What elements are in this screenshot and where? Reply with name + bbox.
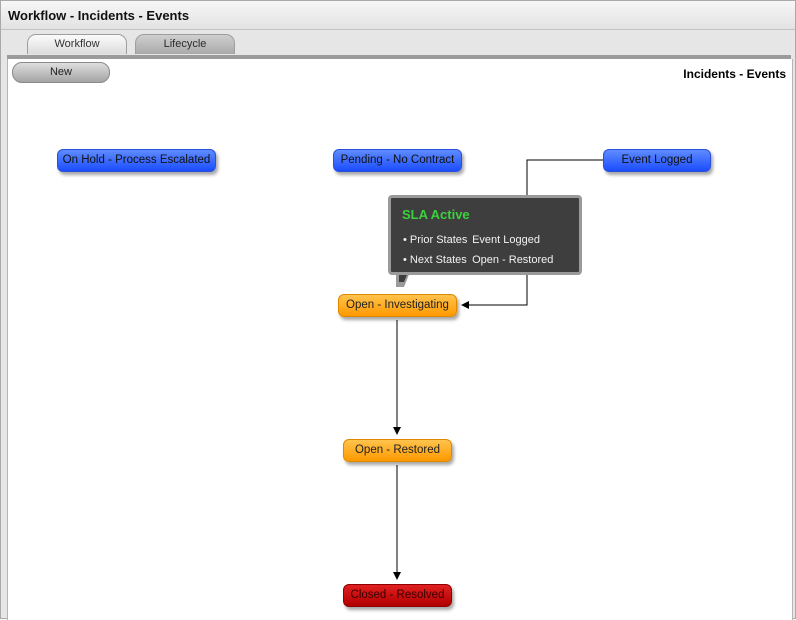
- new-button[interactable]: New: [12, 62, 110, 83]
- tab-lifecycle[interactable]: Lifecycle: [135, 34, 235, 54]
- tab-strip: Workflow Lifecycle: [7, 31, 791, 59]
- tooltip-next-label: • Next States: [403, 254, 467, 266]
- diagram-subtitle: Incidents - Events: [683, 67, 786, 81]
- sla-tooltip: SLA Active • Prior States Event Logged •…: [388, 195, 582, 275]
- state-on-hold-process-escalated[interactable]: On Hold - Process Escalated: [57, 149, 216, 172]
- tooltip-prior-label: • Prior States: [403, 234, 468, 246]
- tooltip-next-states: • Next States Open - Restored: [403, 254, 553, 266]
- tooltip-prior-states: • Prior States Event Logged: [403, 234, 540, 246]
- state-open-investigating[interactable]: Open - Investigating: [338, 294, 457, 317]
- tooltip-pointer-inner: [399, 272, 408, 282]
- state-event-logged[interactable]: Event Logged: [603, 149, 711, 172]
- state-pending-no-contract[interactable]: Pending - No Contract: [333, 149, 462, 172]
- tooltip-prior-value: Event Logged: [472, 234, 540, 246]
- window-title: Workflow - Incidents - Events: [8, 8, 190, 23]
- tooltip-next-value: Open - Restored: [472, 254, 554, 266]
- window-titlebar: Workflow - Incidents - Events: [1, 1, 795, 30]
- state-open-restored[interactable]: Open - Restored: [343, 439, 452, 462]
- tab-workflow[interactable]: Workflow: [27, 34, 127, 54]
- state-closed-resolved[interactable]: Closed - Resolved: [343, 584, 452, 607]
- tooltip-title: SLA Active: [402, 207, 470, 222]
